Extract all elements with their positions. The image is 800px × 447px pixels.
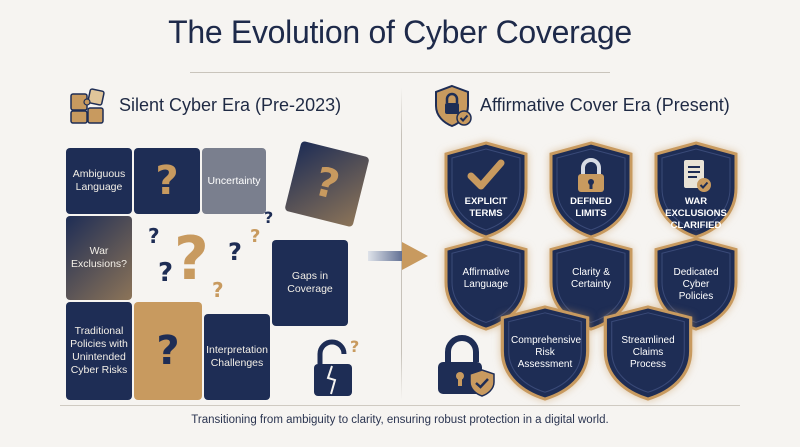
question-mark-icon: ? xyxy=(264,208,274,227)
question-mark-icon: ? xyxy=(212,278,224,302)
piece-floating: ? xyxy=(284,140,370,228)
shield-defined-limits: DEFINED LIMITS xyxy=(546,140,636,240)
piece-traditional-policies: Traditional Policies with Unintended Cyb… xyxy=(66,302,132,400)
shield-label: Clarity & Certainty xyxy=(570,267,611,290)
shield-streamlined-claims-process: Streamlined Claims Process xyxy=(600,304,696,402)
piece-label: Uncertainty xyxy=(207,174,261,187)
caption-divider xyxy=(60,405,740,406)
transition-arrow-icon xyxy=(368,242,430,270)
shield-war-exclusions-clarified: WAR EXCLUSIONS CLARIFIED xyxy=(651,140,741,240)
section-divider xyxy=(401,88,402,400)
shield-affirmative-language: Affirmative Language xyxy=(441,236,531,332)
piece-label: Ambiguous Language xyxy=(72,168,126,193)
piece-interpretation: Interpretation Challenges xyxy=(204,314,270,400)
shield-label: Dedicated Cyber Policies xyxy=(673,267,719,302)
title-divider xyxy=(190,72,610,73)
piece-label: War Exclusions? xyxy=(70,245,128,270)
shield-label: DEFINED LIMITS xyxy=(570,196,612,219)
shield-lock-icon xyxy=(432,84,472,128)
piece-war-exclusions: War Exclusions? xyxy=(66,216,132,300)
shield-explicit-terms: EXPLICIT TERMS xyxy=(441,140,531,240)
affirmative-cover-title: Affirmative Cover Era (Present) xyxy=(480,95,730,115)
checkmark-icon xyxy=(441,158,531,197)
caption: Transitioning from ambiguity to clarity,… xyxy=(191,414,609,426)
shield-label: Streamlined Claims Process xyxy=(621,335,675,370)
padlock-icon xyxy=(546,158,636,199)
puzzle-grid: Ambiguous Language ? Uncertainty ? War E… xyxy=(66,140,370,400)
piece-label: Interpretation Challenges xyxy=(206,344,268,369)
question-mark-icon: ? xyxy=(156,327,180,374)
shield-label: Affirmative Language xyxy=(462,267,510,290)
broken-lock-icon: ? xyxy=(306,336,362,400)
piece-label: Gaps in Coverage xyxy=(287,270,333,295)
question-mark-icon: ? xyxy=(148,224,160,248)
piece-ambiguous-language: Ambiguous Language xyxy=(66,148,132,214)
shield-label: EXPLICIT TERMS xyxy=(464,196,508,219)
silent-cyber-title: Silent Cyber Era (Pre-2023) xyxy=(119,95,342,115)
piece-label: Traditional Policies with Unintended Cyb… xyxy=(70,325,128,376)
question-mark-icon: ? xyxy=(250,226,261,247)
scattered-questions: ? ? ? ? ? ? ? xyxy=(138,208,273,318)
shield-label: WAR EXCLUSIONS CLARIFIED xyxy=(665,196,727,231)
question-mark-icon: ? xyxy=(174,224,209,294)
puzzle-icon xyxy=(68,86,108,126)
shield-clarity-certainty: Clarity & Certainty xyxy=(546,236,636,332)
question-mark-icon: ? xyxy=(310,158,344,209)
padlock-shield-icon xyxy=(432,334,496,398)
shield-dedicated-cyber-policies: Dedicated Cyber Policies xyxy=(651,236,741,332)
page-title: The Evolution of Cyber Coverage xyxy=(168,14,632,50)
document-check-icon xyxy=(651,158,741,199)
piece-question: ? xyxy=(134,148,200,214)
question-mark-icon: ? xyxy=(228,238,242,266)
question-mark-icon: ? xyxy=(155,157,179,204)
question-mark-icon: ? xyxy=(158,258,174,288)
shield-comprehensive-risk-assessment: Comprehensive Risk Assessment xyxy=(497,304,593,402)
piece-question: ? xyxy=(134,302,202,400)
shield-label: Comprehensive Risk Assessment xyxy=(511,335,582,370)
svg-text:?: ? xyxy=(350,337,359,356)
piece-uncertainty: Uncertainty xyxy=(202,148,266,214)
piece-gaps-in-coverage: Gaps in Coverage xyxy=(272,240,348,326)
